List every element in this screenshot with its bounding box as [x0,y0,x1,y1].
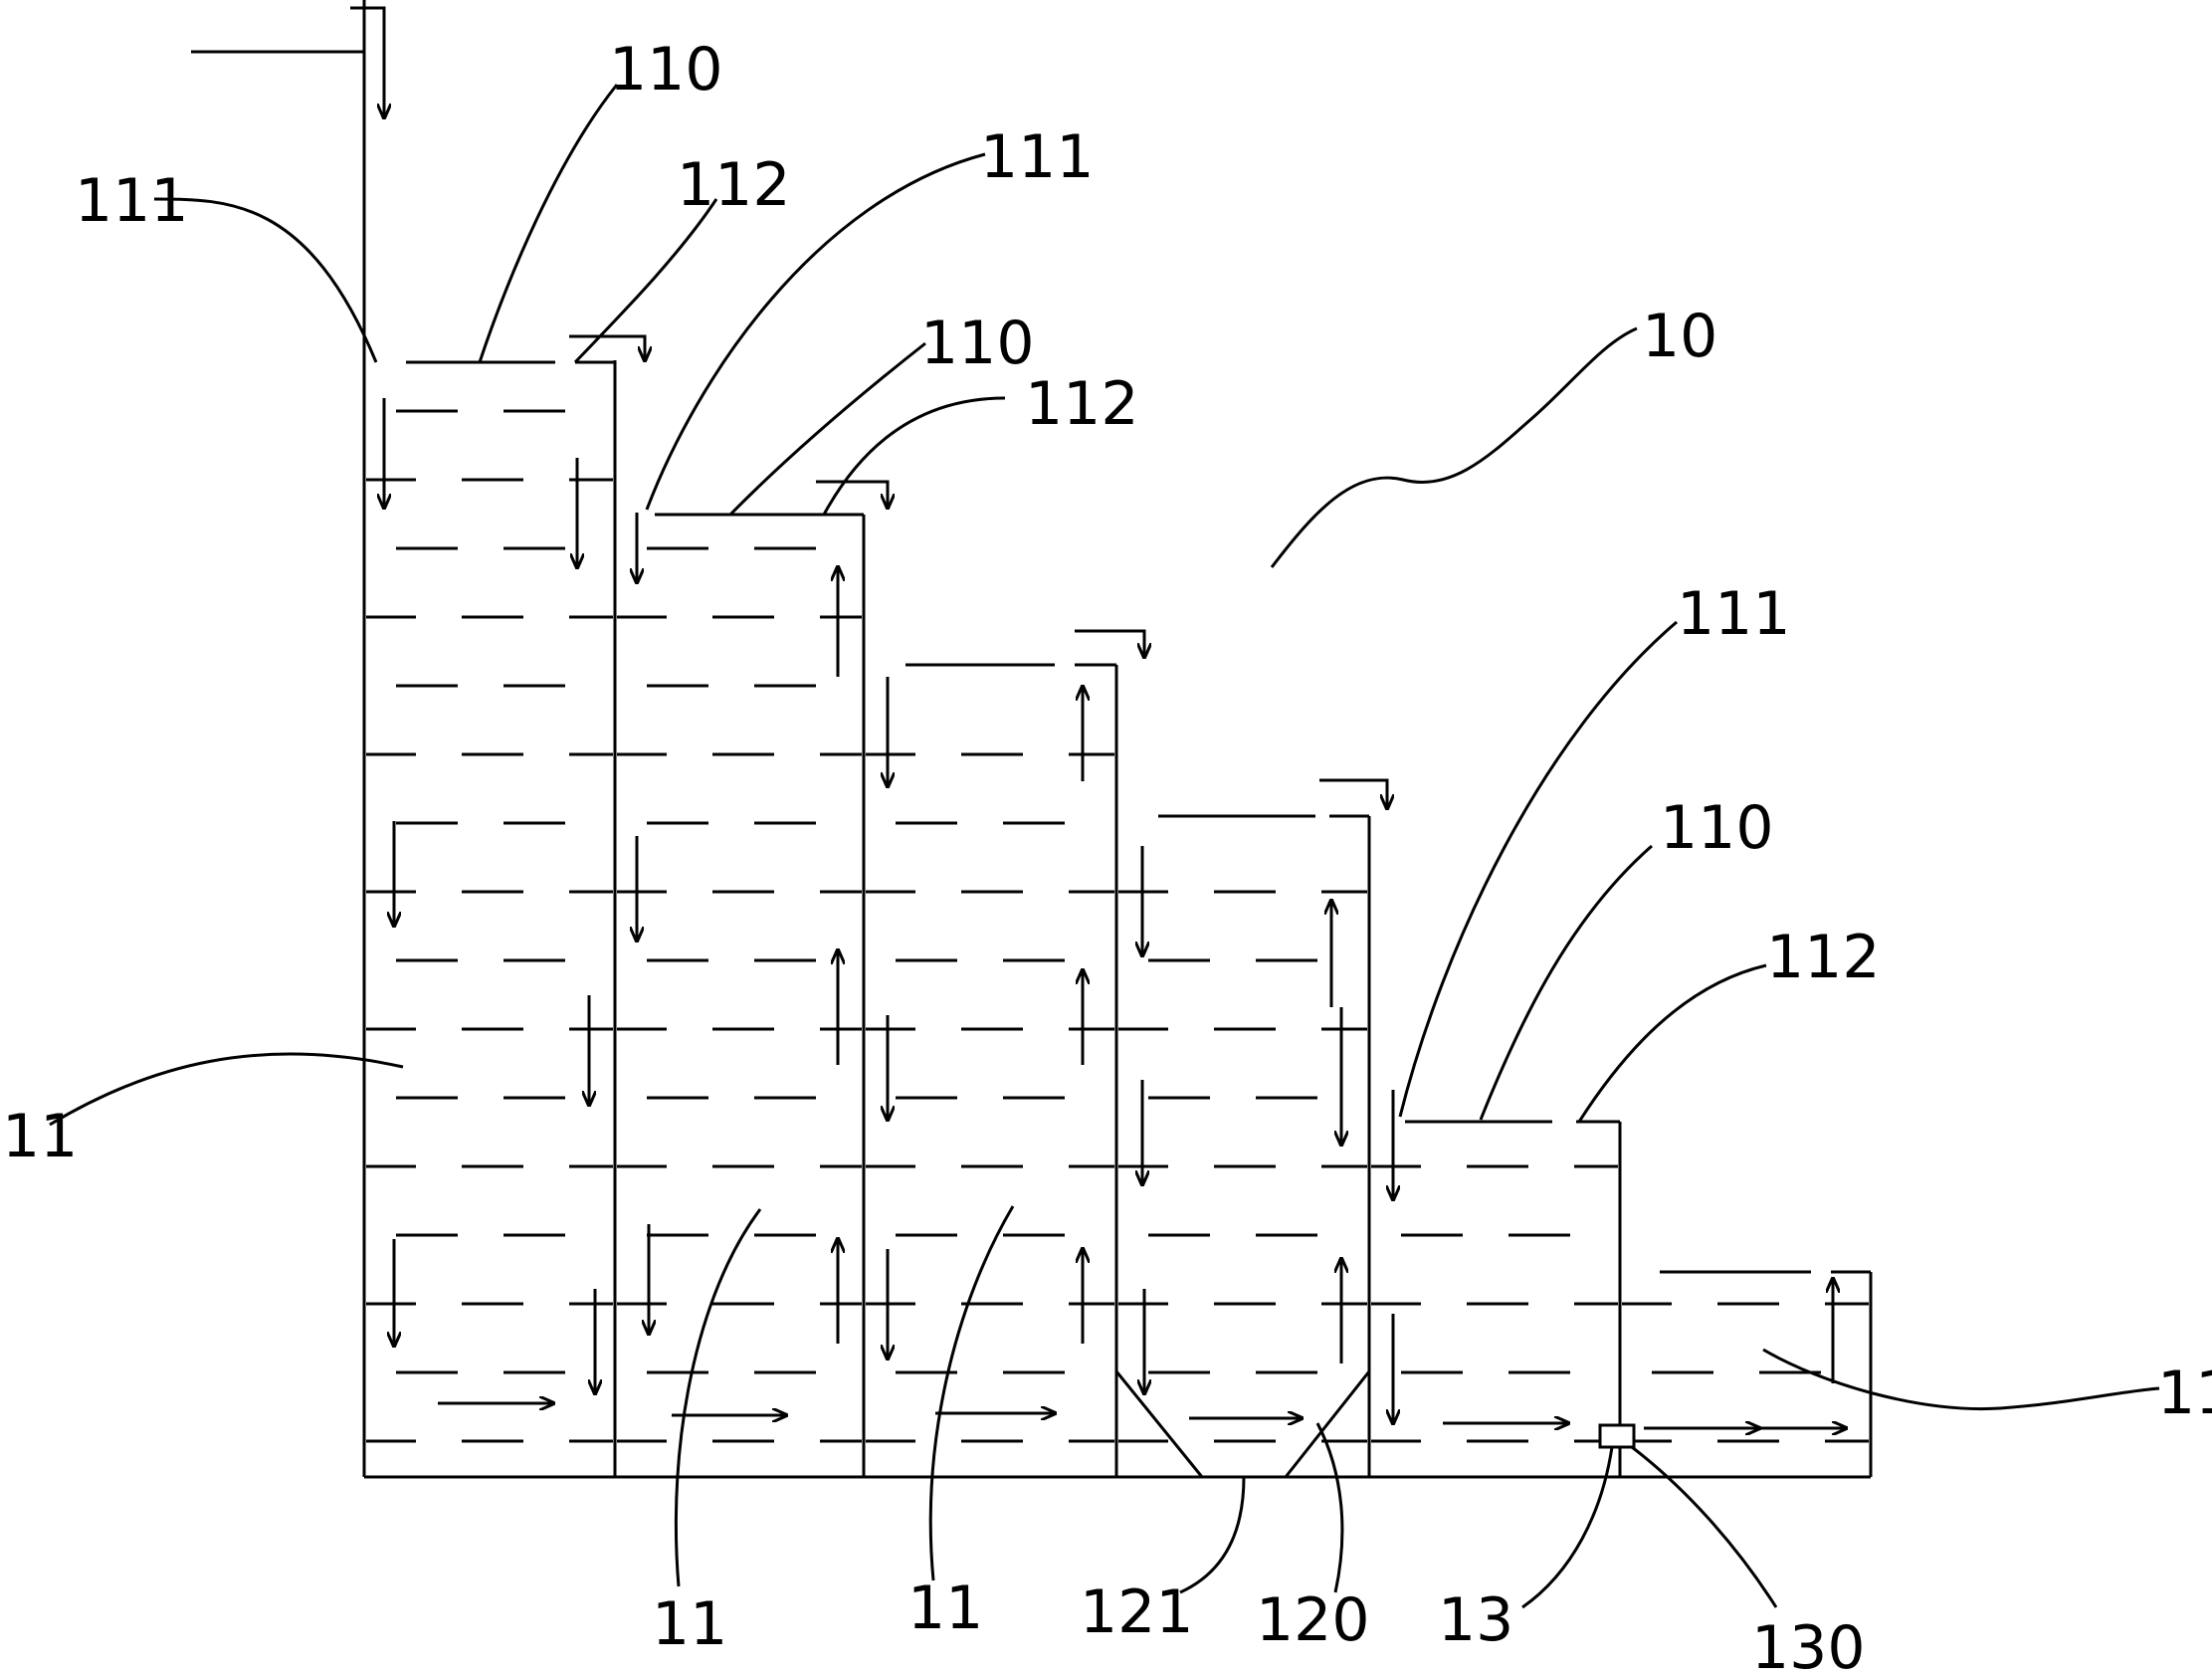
label-11-bottom-a: 11 [652,1589,727,1659]
overflow-arrow [816,480,888,508]
leader-112 [1577,963,1767,1123]
hopper-right-wall [1284,1370,1371,1478]
label-120: 120 [1256,1585,1370,1655]
label-111-tank2: 111 [980,122,1095,192]
label-11-right: 11 [2157,1359,2212,1428]
label-121: 121 [1080,1577,1194,1647]
label-13: 13 [1438,1585,1513,1655]
tank-walls [362,0,1873,1479]
leader-111 [1398,620,1678,1118]
leader-130 [1631,1445,1778,1608]
label-112-tank2: 112 [1025,369,1139,439]
leader-112 [822,396,1006,516]
leader-110 [728,341,926,517]
inlet-pipe [191,6,384,117]
label-130: 130 [1751,1613,1866,1677]
water-surfaces [406,334,1871,1274]
label-111-tank5: 111 [1677,579,1791,649]
label-110-tank5: 110 [1660,793,1774,863]
label-110-tank2: 110 [920,309,1035,378]
reference-labels: 10 111 110 112 111 110 112 111 110 112 1… [2,35,2212,1677]
leader-112 [573,198,718,364]
leader-110 [1479,844,1653,1121]
leader-11 [1762,1348,2160,1411]
leader-10 [1270,326,1638,568]
overflow-arrow [569,334,645,360]
sludge-hopper [1114,1370,1371,1478]
label-10: 10 [1642,302,1717,371]
leader-11 [49,1052,404,1127]
leader-lines [49,84,2160,1609]
leader-13 [1521,1446,1614,1609]
label-11-bottom-b: 11 [907,1573,983,1643]
connector-box [1598,1423,1636,1449]
label-112-tank5: 112 [1766,923,1881,992]
label-112-tank1: 112 [677,150,791,220]
leader-110 [478,84,619,363]
leader-11 [674,1208,762,1587]
leader-120 [1315,1422,1344,1593]
leader-111 [645,152,986,511]
leader-121 [1179,1476,1246,1594]
label-11-left: 11 [2,1102,78,1171]
label-110-tank1: 110 [609,35,723,105]
overflow-arrow [1319,778,1387,808]
overflow-arrow [1075,629,1144,657]
water-dashes [366,409,1869,1443]
flow-arrows [384,398,1846,1428]
leader-111 [153,197,378,363]
leader-11 [928,1205,1015,1581]
label-111-tank1: 111 [75,166,189,236]
hopper-left-wall [1114,1370,1204,1478]
